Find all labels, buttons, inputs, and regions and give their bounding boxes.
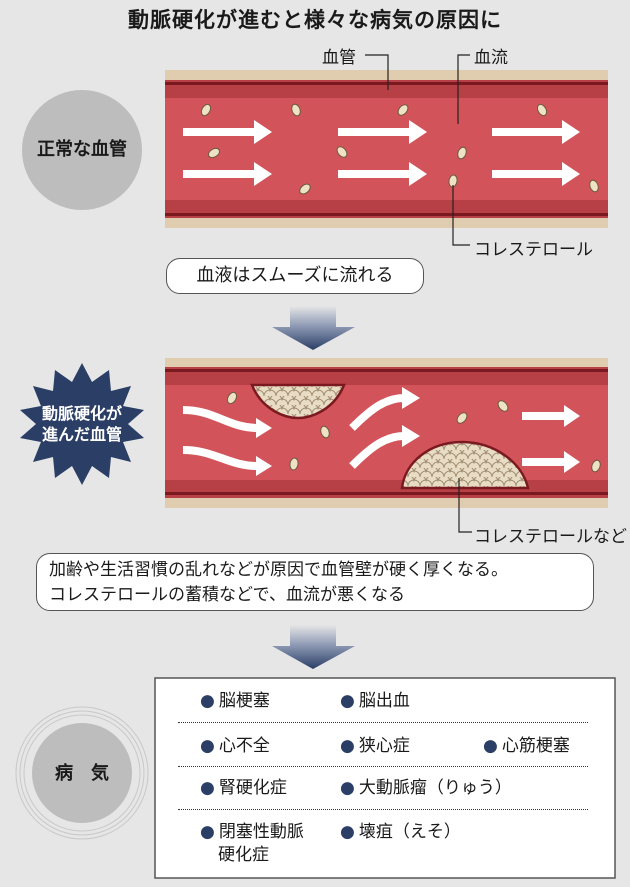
- disease-circle: [15, 706, 149, 840]
- plaque-bottom: [400, 440, 530, 490]
- bullet-icon: ●: [483, 736, 498, 756]
- normal-caption-box: 血液はスムーズに流れる: [166, 258, 424, 294]
- normal-leader-lines: [365, 54, 470, 246]
- disease-box: [154, 677, 616, 879]
- disease-item: ●腎硬化症: [200, 778, 287, 798]
- page-title: 動脈硬化が進むと様々な病気の原因に: [128, 8, 502, 32]
- bullet-icon: ●: [200, 736, 215, 756]
- sclerotic-caption-line2: コレステロールの蓄積などで、血流が悪くなる: [49, 585, 405, 605]
- disease-item: ●脳梗塞: [200, 691, 270, 711]
- separator: [178, 809, 588, 810]
- bullet-icon: ●: [200, 691, 215, 711]
- normal-caption: 血液はスムーズに流れる: [196, 265, 394, 286]
- sclerotic-caption-box: 加齢や生活習慣の乱れなどが原因で血管壁が硬く厚くなる。 コレステロールの蓄積など…: [36, 553, 594, 611]
- sclerotic-badge-label: 動脈硬化が 進んだ血管: [22, 404, 142, 446]
- normal-vessel: [165, 70, 608, 228]
- sclerotic-badge-line1: 動脈硬化が: [41, 404, 122, 423]
- disease-circle-label: 病 気: [55, 763, 109, 784]
- disease-item: ●大動脈瘤（りゅう）: [340, 778, 512, 798]
- separator: [178, 722, 588, 723]
- plaque-top: [250, 383, 346, 420]
- bullet-icon: ●: [340, 778, 355, 798]
- bullet-icon: ●: [340, 822, 355, 842]
- normal-flow-arrows: [183, 120, 580, 186]
- disease-item: ●心不全: [200, 736, 270, 756]
- label-cholesterol: コレステロール: [474, 240, 593, 260]
- sclerotic-flow-arrows: [182, 394, 566, 470]
- bullet-icon: ●: [200, 778, 215, 798]
- disease-item: ●狭心症: [340, 736, 410, 756]
- label-cholesterol-etc: コレステロールなど: [474, 527, 627, 547]
- down-arrow-2: [272, 625, 355, 669]
- disease-item: ●脳出血: [340, 691, 410, 711]
- disease-item: ●心筋梗塞: [483, 736, 570, 756]
- sclerotic-caption-line1: 加齢や生活習慣の乱れなどが原因で血管壁が硬く厚くなる。: [49, 560, 508, 580]
- sclerotic-arrow-heads: [256, 387, 580, 476]
- label-flow: 血流: [474, 48, 508, 68]
- sclerotic-leader-line: [458, 478, 472, 533]
- sclerotic-starburst: [20, 363, 144, 485]
- down-arrow-1: [272, 306, 355, 350]
- label-vessel: 血管: [322, 48, 356, 68]
- sclerotic-vessel: [165, 358, 608, 508]
- sclerotic-badge-line2: 進んだ血管: [41, 424, 122, 444]
- normal-circle: [22, 90, 142, 210]
- disease-item: ●壊疽（えそ）: [340, 822, 461, 842]
- disease-item: ●閉塞性動脈硬化症: [200, 822, 304, 865]
- separator: [178, 766, 588, 767]
- bullet-icon: ●: [340, 736, 355, 756]
- bullet-icon: ●: [200, 822, 215, 842]
- bullet-icon: ●: [340, 691, 355, 711]
- normal-circle-label: 正常な血管: [37, 139, 127, 160]
